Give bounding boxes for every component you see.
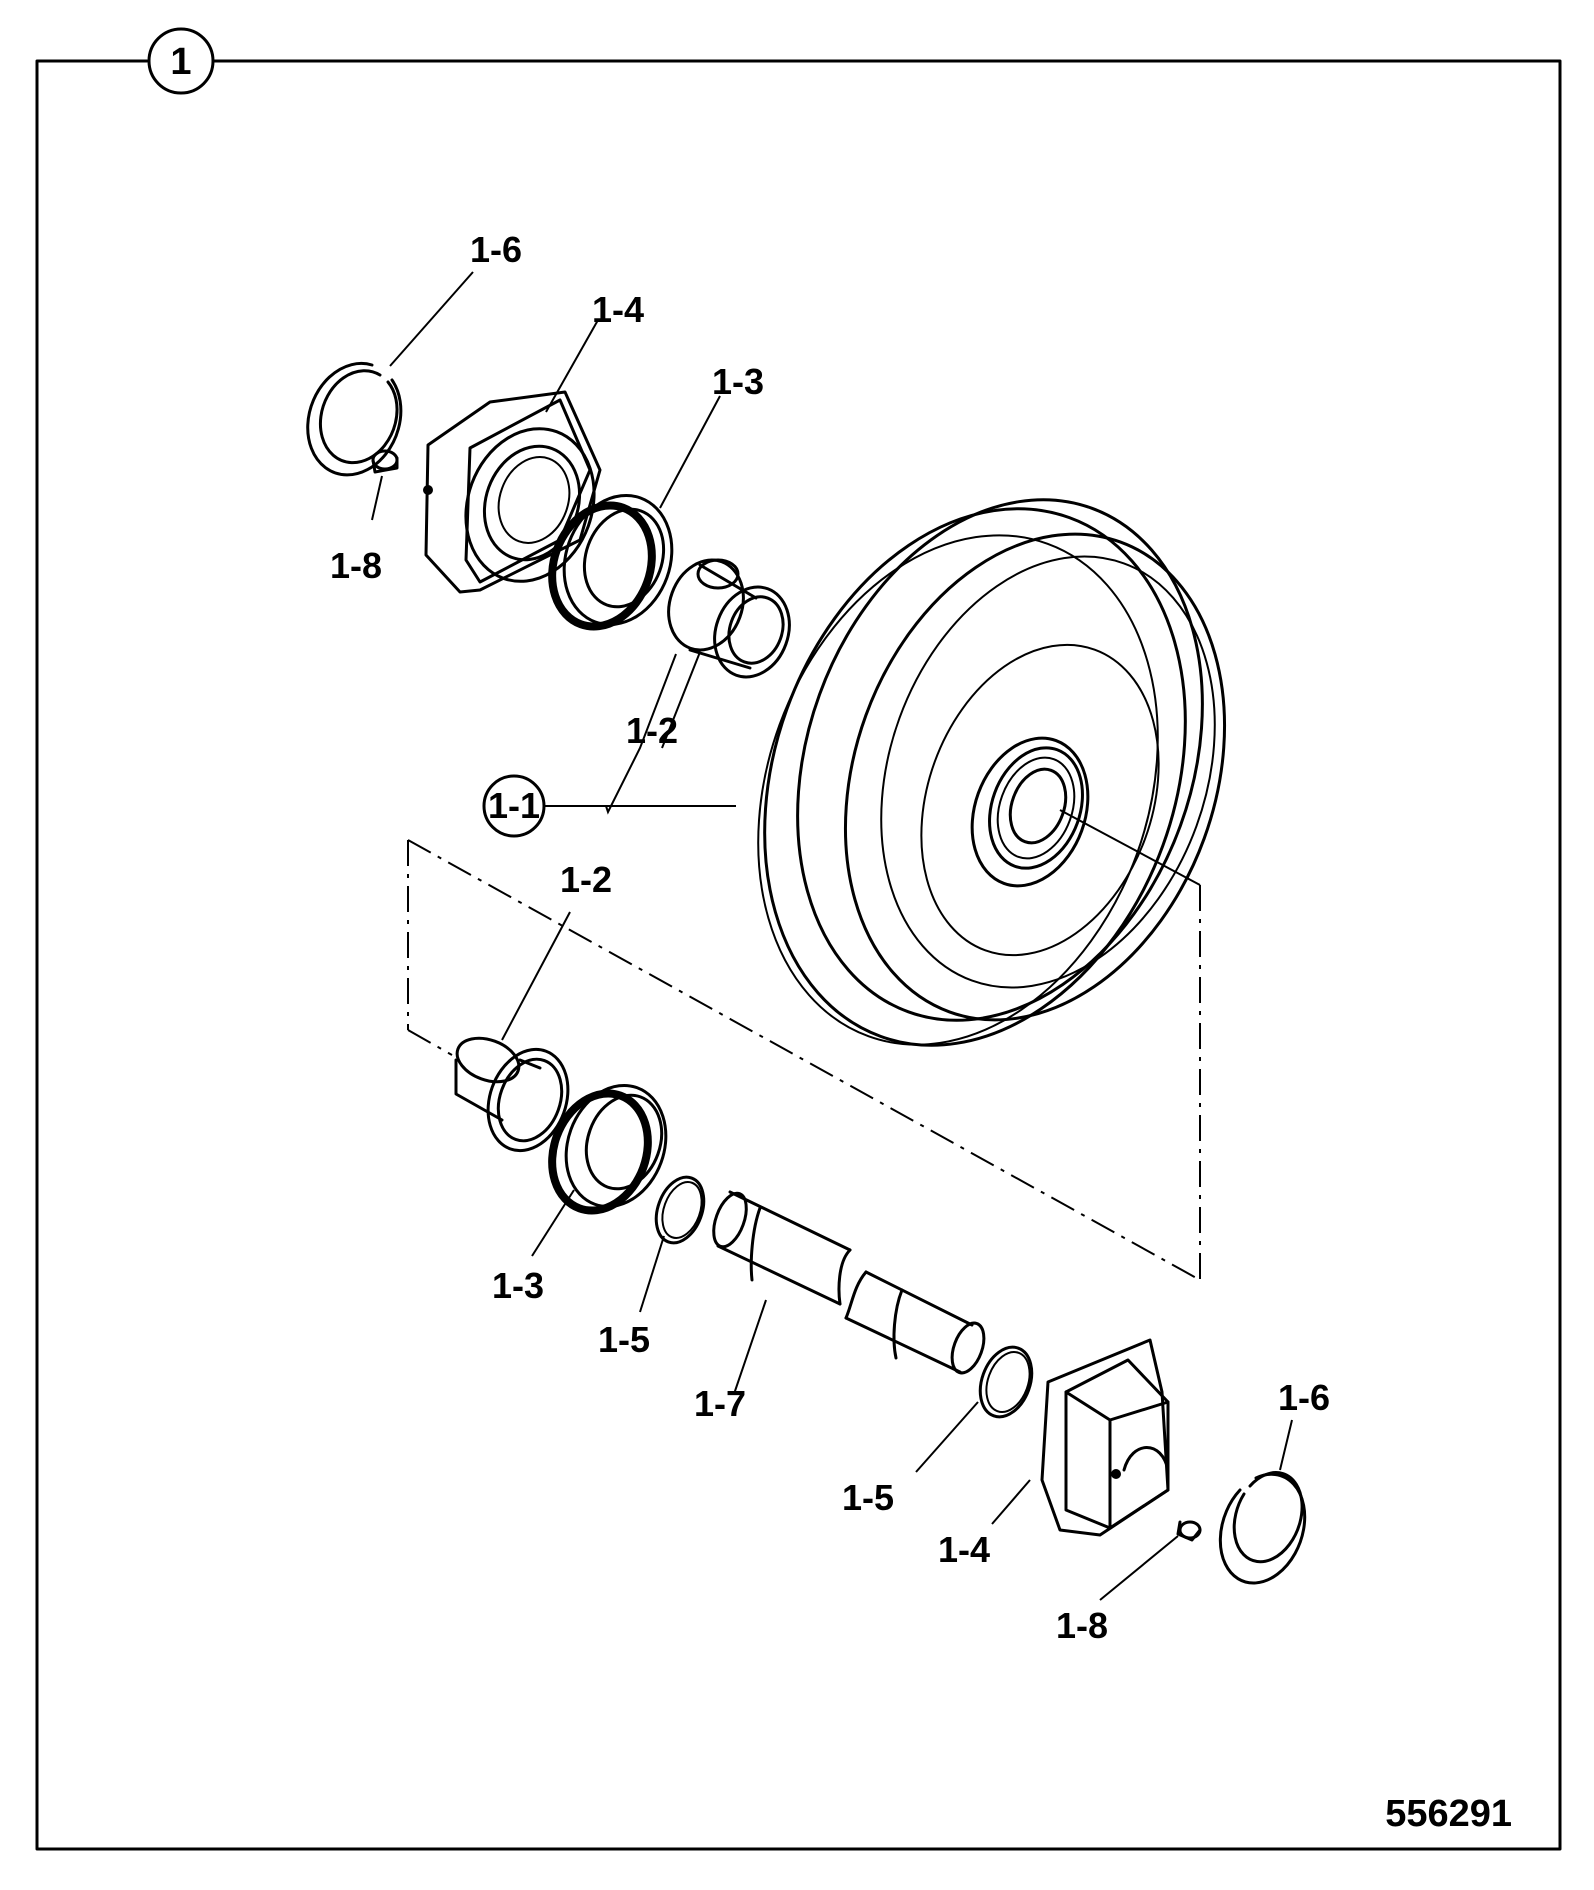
idler-wheel <box>757 498 1227 1047</box>
bearing-housing-upper <box>423 390 602 594</box>
label-oring-right: 1-5 <box>842 1477 894 1518</box>
idler-wheel-callout: 1-1 <box>482 774 546 838</box>
label-seal-upper: 1-3 <box>712 361 764 402</box>
seal-upper <box>548 493 674 631</box>
bearing-housing-lower <box>1040 1338 1170 1537</box>
label-seal-lower: 1-3 <box>492 1265 544 1306</box>
grease-nipple-upper <box>371 449 399 474</box>
leader-lines <box>371 271 1293 1601</box>
label-housing-lower: 1-4 <box>938 1529 990 1570</box>
label-circlip-lower: 1-6 <box>1278 1377 1330 1418</box>
callout-labels: 1-6 1-4 1-3 1-8 1-2 1-1 1-2 1-3 1-5 1-7 … <box>330 229 1330 1646</box>
label-grease-nipple-upper: 1-8 <box>330 545 382 586</box>
bushing-lower <box>454 1036 570 1153</box>
oring-left <box>654 1175 706 1245</box>
bushing-upper <box>667 558 791 679</box>
circlip-upper <box>306 361 403 477</box>
label-grease-nipple-lower: 1-8 <box>1056 1605 1108 1646</box>
label-bushing-upper: 1-2 <box>626 710 678 751</box>
drawing-number: 556291 <box>1385 1793 1512 1835</box>
assembly-axis-lines <box>407 809 1201 1281</box>
label-idler-wheel: 1-1 <box>488 785 540 826</box>
label-housing-upper: 1-4 <box>592 289 644 330</box>
figure-ref-number: 1 <box>170 41 191 83</box>
label-circlip-upper: 1-6 <box>470 229 522 270</box>
figure-ref-badge: 1 <box>147 27 215 95</box>
label-shaft: 1-7 <box>694 1383 746 1424</box>
circlip-lower <box>1218 1471 1307 1585</box>
seal-lower <box>548 1083 668 1215</box>
label-oring-left: 1-5 <box>598 1319 650 1360</box>
oring-right <box>978 1345 1034 1419</box>
drawing-frame <box>35 59 1562 1851</box>
label-bushing-lower: 1-2 <box>560 859 612 900</box>
grease-nipple-lower <box>1176 1520 1202 1542</box>
shaft <box>712 1190 986 1375</box>
